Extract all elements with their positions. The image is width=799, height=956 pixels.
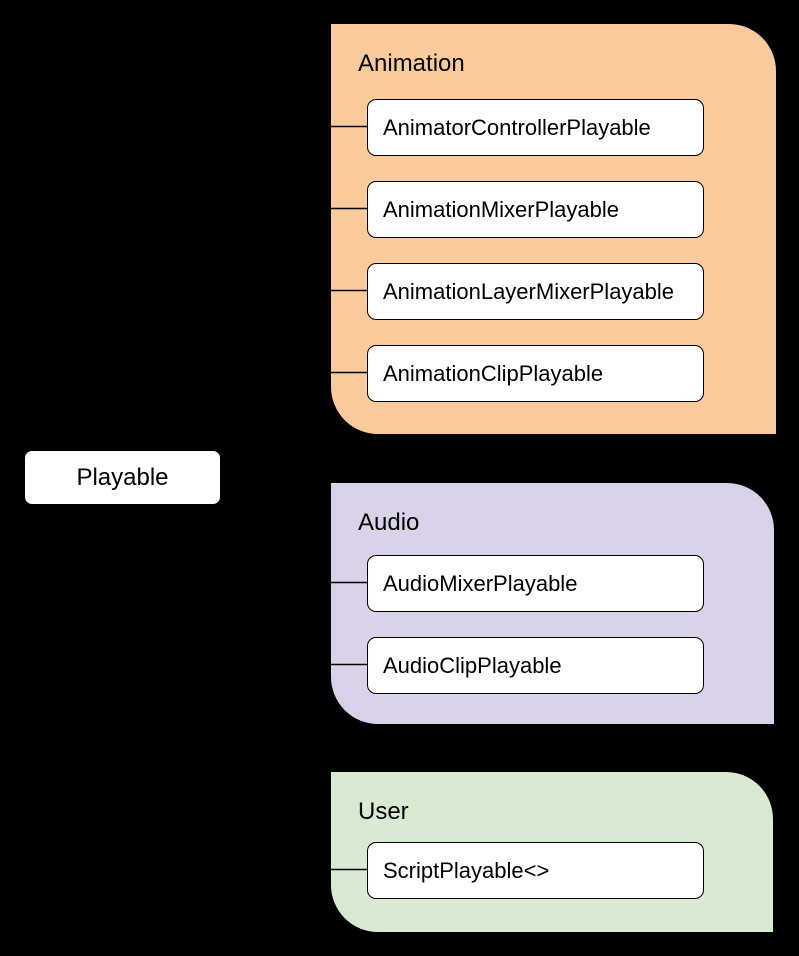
group-user-label: User [358, 798, 409, 825]
node-animatorcontrollerplayable: AnimatorControllerPlayable [367, 99, 704, 156]
group-user: User ScriptPlayable<> [330, 771, 774, 933]
node-playable: Playable [23, 449, 222, 506]
group-audio-label: Audio [358, 509, 420, 536]
node-scriptplayable: ScriptPlayable<> [367, 842, 704, 899]
node-audiomixerplayable: AudioMixerPlayable [367, 555, 704, 612]
node-animationclipplayable: AnimationClipPlayable [367, 345, 704, 402]
group-animation-label: Animation [358, 50, 465, 77]
node-animationmixerplayable: AnimationMixerPlayable [367, 181, 704, 238]
node-playable-label: Playable [76, 463, 169, 491]
node-audioclipplayable: AudioClipPlayable [367, 637, 704, 694]
node-animationlayermixerplayable: AnimationLayerMixerPlayable [367, 263, 704, 320]
